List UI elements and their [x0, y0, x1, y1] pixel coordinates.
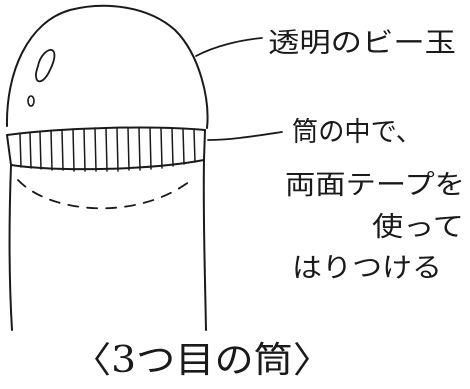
tape-label-line-4: はりつける — [292, 253, 442, 284]
tape-label-line-1: 筒の中で、 — [292, 117, 422, 148]
tube-drawing — [5, 4, 283, 331]
tape-band-left — [6, 134, 12, 166]
tape-band-bottom — [10, 159, 205, 171]
tape-band-right — [203, 129, 206, 161]
leader-line-tape — [207, 131, 283, 141]
marble-label: 透明のビー玉 — [268, 28, 456, 59]
hidden-marble-edge — [17, 177, 195, 210]
tape-label-line-2: 両面テープを — [285, 170, 465, 201]
leader-line-marble — [195, 37, 263, 57]
marble-dome-outline — [5, 4, 209, 129]
marble-highlight-stroke — [35, 49, 56, 83]
tape-stripes — [19, 127, 196, 172]
tube-right-wall — [202, 159, 207, 331]
tube-left-wall — [8, 164, 13, 331]
marble-highlight-dot — [27, 95, 35, 107]
figure-caption: 〈3つ目の筒〉 — [72, 340, 332, 381]
tape-label-line-3: 使って — [372, 212, 464, 243]
